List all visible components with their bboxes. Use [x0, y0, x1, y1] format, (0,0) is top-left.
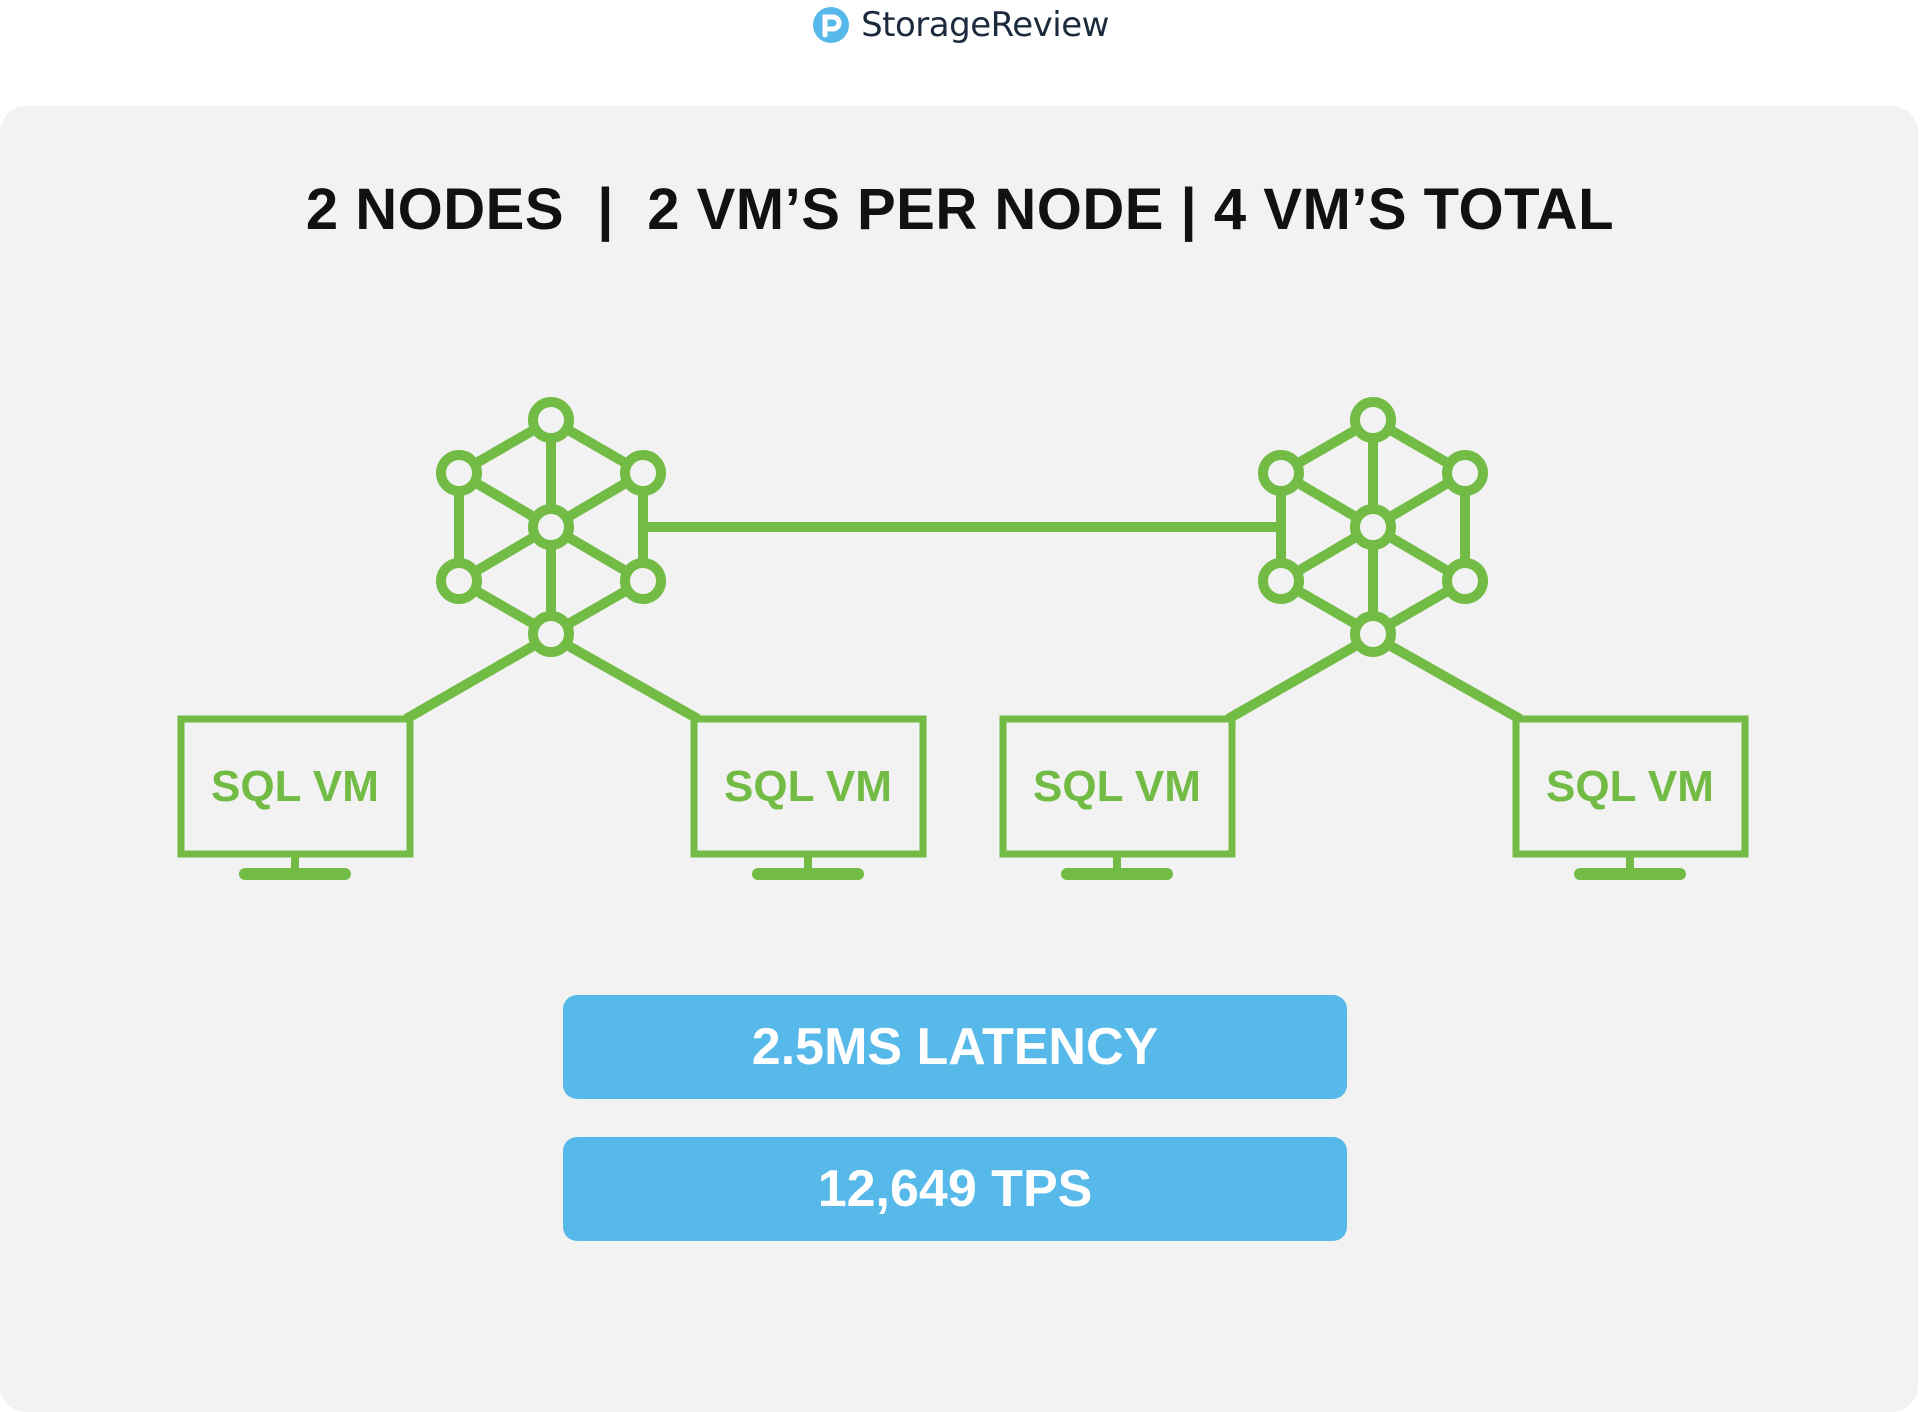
- latency-stat: 2.5MS LATENCY: [563, 995, 1347, 1099]
- vm-monitor: SQL VM: [999, 715, 1236, 880]
- cluster-node-icon: [436, 397, 666, 657]
- vm-connectors: [403, 640, 1523, 724]
- page-title: 2 NODES | 2 VM’S PER NODE | 4 VM’S TOTAL: [305, 177, 1615, 242]
- tps-stat: 12,649 TPS: [563, 1137, 1347, 1241]
- vm-label: SQL VM: [724, 762, 892, 811]
- vm-label: SQL VM: [1546, 762, 1714, 811]
- brand-name: StorageReview: [861, 5, 1109, 45]
- vm-label: SQL VM: [211, 762, 379, 811]
- storagereview-logo-icon: [813, 7, 850, 43]
- brand-header: StorageReview: [0, 0, 1920, 50]
- vm-label: SQL VM: [1033, 762, 1201, 811]
- vm-monitor: SQL VM: [1512, 715, 1749, 880]
- vm-monitor: SQL VM: [177, 715, 414, 880]
- cluster-node-icon: [1258, 397, 1488, 657]
- vm-monitor: SQL VM: [690, 715, 927, 880]
